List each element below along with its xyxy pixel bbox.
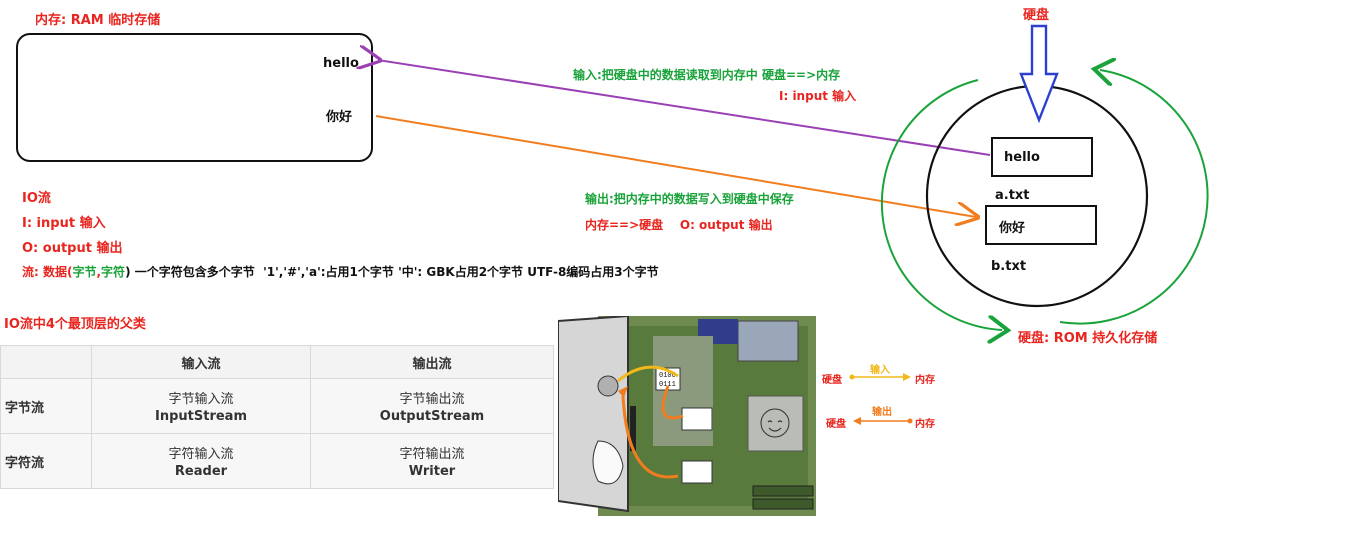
cell-cn: 字节输入流 (168, 392, 234, 407)
table-header-output: 输出流 (310, 345, 554, 379)
legend-output-left: 硬盘 (826, 419, 846, 430)
bits-bottom-label: 0111 (659, 381, 676, 389)
legend-output-right: 内存 (915, 419, 935, 430)
cell-cn: 字符输出流 (399, 447, 465, 462)
cell-en: Writer (408, 464, 456, 479)
table-header-corner (0, 345, 92, 379)
ram-hello-text: hello (323, 56, 359, 71)
table-row-name: 字符流 (0, 433, 92, 489)
table-cell-input: 字符输入流 Reader (91, 433, 311, 489)
cell-cn: 字符输入流 (168, 447, 234, 462)
legend-input-left: 硬盘 (822, 375, 842, 386)
io-title: IO流 (22, 191, 51, 206)
io-stream-comma: , (96, 265, 102, 279)
io-stream-byte: 字节 (72, 265, 97, 279)
table-header-row: 输入流 输出流 (0, 345, 554, 379)
bits-top-label: 0100 (659, 372, 676, 380)
legend-input-right: 内存 (915, 375, 935, 386)
input-note-line1: 输入:把硬盘中的数据读取到内存中 硬盘==>内存 (573, 66, 840, 83)
table-row-name: 字节流 (0, 378, 92, 434)
file-b-name: b.txt (991, 259, 1027, 274)
ram-box (16, 33, 373, 162)
file-b-content: 你好 (999, 221, 1026, 236)
table-header-input: 输入流 (91, 345, 311, 379)
table-cell-output: 字节输出流 OutputStream (310, 378, 554, 434)
disk-entry-arrow (1019, 24, 1059, 124)
table-cell-input: 字节输入流 InputStream (91, 378, 311, 434)
io-stream-suffix: ) 一个字符包含多个字节 '1','#','a':占用1个字节 '中': GBK… (125, 265, 659, 279)
legend-input-head (903, 373, 911, 381)
persistence-arc-right (1059, 70, 1209, 325)
ram-nihao-text: 你好 (326, 110, 353, 125)
legend-output-head (853, 417, 861, 425)
file-b-box (985, 205, 1097, 245)
input-note-line2: I: input 输入 (779, 89, 857, 103)
ram-title: 内存: RAM 临时存储 (35, 13, 161, 28)
table-row: 字符流 字符输入流 Reader 字符输出流 Writer (0, 433, 554, 489)
disk-rom-label: 硬盘: ROM 持久化存储 (1018, 331, 1158, 346)
io-class-table: 输入流 输出流 字节流 字节输入流 InputStream 字节输出流 Output… (0, 345, 554, 489)
persistence-arc-left (880, 79, 1002, 330)
io-o-line: O: output 输出 (22, 241, 123, 256)
input-note-line1-text: 输入:把硬盘中的数据读取到内存中 硬盘==>内存 (573, 68, 841, 82)
legend-input-dot (849, 374, 855, 380)
table-title: IO流中4个最顶层的父类 (4, 317, 146, 332)
io-stream-line: 流: 数据(字节,字符) 一个字符包含多个字节 '1','#','a':占用1个… (22, 263, 659, 280)
disk-circle (925, 84, 1149, 308)
input-arrow (378, 60, 991, 156)
output-note-line1: 输出:把内存中的数据写入到硬盘中保存 (585, 192, 794, 206)
file-a-name: a.txt (995, 188, 1030, 203)
table-cell-output: 字符输出流 Writer (310, 433, 554, 489)
cell-en: InputStream (155, 409, 247, 424)
output-arrow (375, 115, 976, 217)
io-stream-prefix: 流: 数据( (22, 265, 73, 279)
output-note-line2: 内存==>硬盘 O: output 输出 (585, 218, 773, 232)
legend-input-label: 输入 (870, 365, 890, 376)
cell-en: OutputStream (379, 409, 485, 424)
legend-output-dot (907, 418, 913, 424)
cell-cn: 字节输出流 (399, 392, 465, 407)
motherboard-illustration: 0100 0111 (558, 316, 816, 516)
table-row: 字节流 字节输入流 InputStream 字节输出流 OutputStream (0, 378, 554, 434)
file-a-box (991, 137, 1093, 177)
io-stream-char: 字符 (101, 265, 126, 279)
file-a-content: hello (1004, 150, 1040, 165)
disk-title: 硬盘 (1023, 8, 1050, 23)
io-i-line: I: input 输入 (22, 216, 106, 231)
legend-output-label: 输出 (872, 407, 892, 418)
cell-en: Reader (174, 464, 228, 479)
